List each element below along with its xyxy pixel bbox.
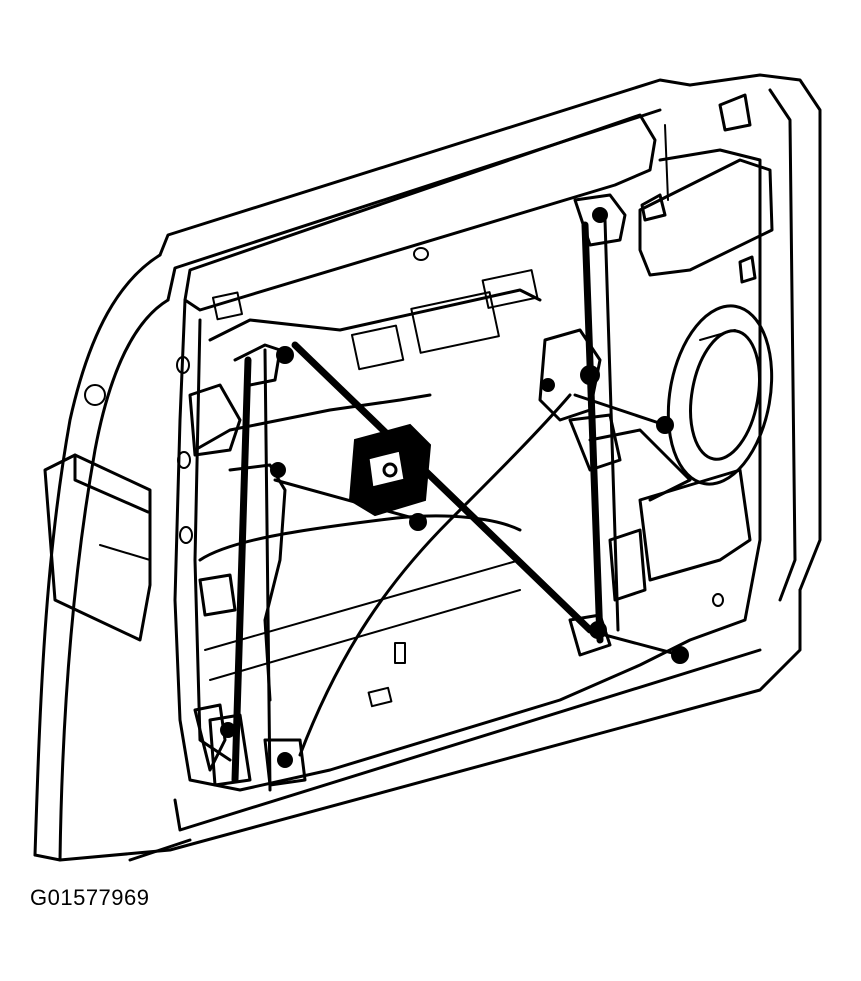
speaker-opening xyxy=(666,304,774,486)
figure-id-label: G01577969 xyxy=(30,885,150,910)
left-regulator-rail xyxy=(208,343,307,792)
right-regulator-rail xyxy=(538,193,647,657)
regulator-arms xyxy=(273,341,682,757)
regulator-motor xyxy=(348,423,432,517)
module-cover-plate xyxy=(638,93,774,284)
door-hinge xyxy=(43,384,152,642)
fastener-bolts xyxy=(409,416,689,664)
door-outer-frame xyxy=(33,73,822,862)
inner-door-panel xyxy=(173,113,762,792)
